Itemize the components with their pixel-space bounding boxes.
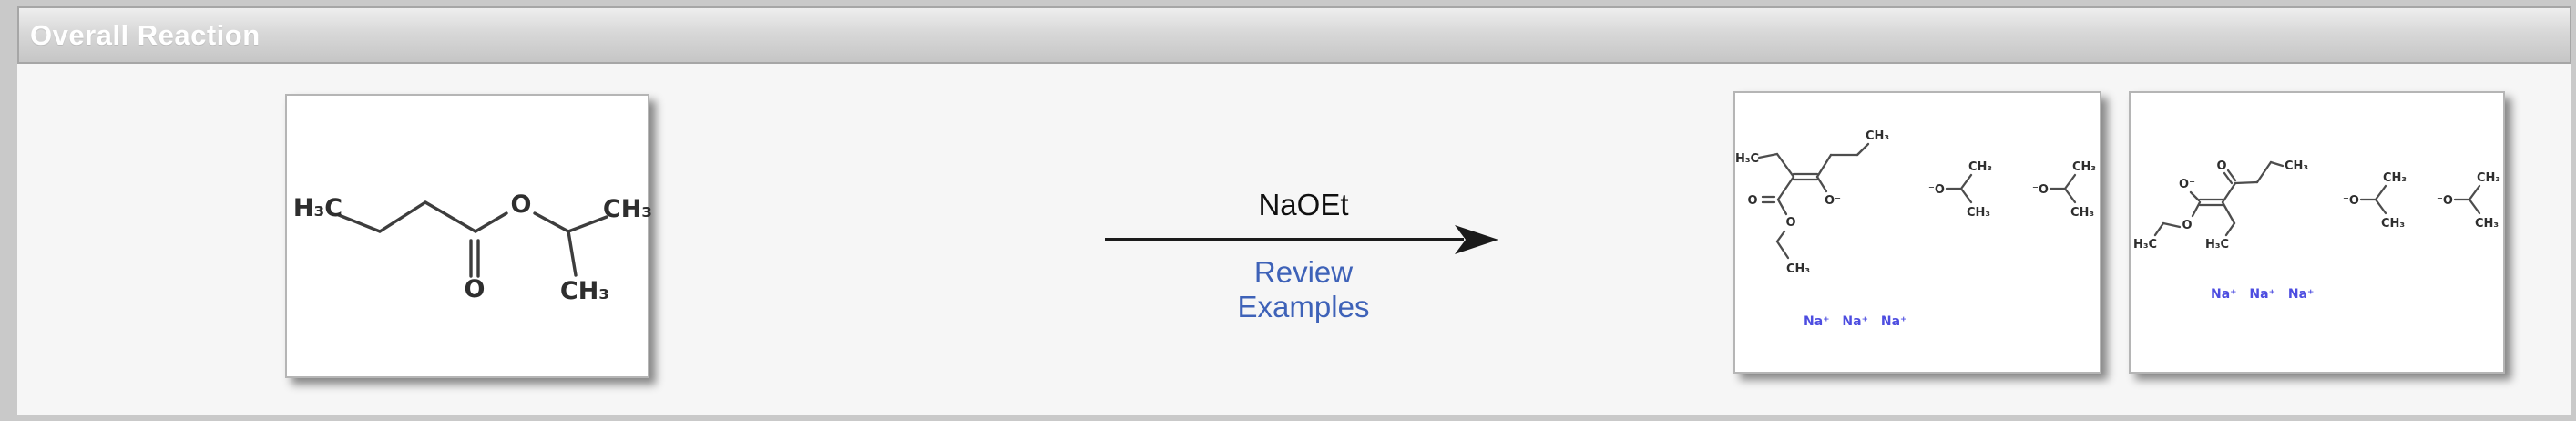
atom-label-ch3: CH₃ [2477,171,2500,185]
product-structure-svg-2: O⁻ O O CH₃ H₃C H₃C ⁻O CH₃ CH₃ ⁻O CH₃ CH₃… [2133,159,2500,302]
atom-label-ch3: CH₃ [1968,160,1992,174]
atom-label-h3c: H₃C [2205,238,2229,252]
product2-bonds [2153,160,2481,237]
atom-label-carbonyl-o: O [1747,194,1757,208]
atom-label-ch3: CH₃ [1967,206,1990,220]
review-examples-link[interactable]: Review Examples [1237,255,1370,323]
reaction-arrow [1105,225,1498,254]
atom-label-ch3: CH₃ [1786,262,1810,276]
atom-label-enolate-o: O⁻ [2179,178,2195,191]
product-structure-svg-1: H₃C CH₃ O⁻ O O CH₃ ⁻O CH₃ CH₃ ⁻O CH₃ CH₃… [1735,129,2096,329]
atom-label-ch3: CH₃ [2070,206,2094,220]
product1-bonds [1757,142,2077,260]
atom-label-ch3: CH₃ [2285,159,2308,173]
atom-label-ch3: CH₃ [1866,129,1889,143]
atom-label-alkoxide-o: ⁻O [1928,183,1945,197]
atom-label-ch3: CH₃ [2381,217,2405,231]
reactant-atom-labels: H₃C O O CH₃ CH₃ [293,190,652,305]
product1-atom-labels: H₃C CH₃ O⁻ O O CH₃ ⁻O CH₃ CH₃ ⁻O CH₃ CH₃ [1735,129,2096,276]
atom-label-ketone-o: O [2216,159,2226,173]
atom-label-ester-o: O [2182,219,2192,232]
atom-label-ester-o: O [1785,216,1795,230]
atom-label-h3c: H₃C [1735,152,1759,166]
product2-atom-labels: O⁻ O O CH₃ H₃C H₃C ⁻O CH₃ CH₃ ⁻O CH₃ CH₃ [2133,159,2500,252]
atom-label-alkoxide-o: ⁻O [2032,183,2049,197]
atom-label-h3c: H₃C [2133,238,2157,252]
arrow-head-icon [1455,225,1498,254]
atom-label-enolate-o: O⁻ [1825,194,1841,208]
sodium-ions-label: Na⁺ Na⁺ Na⁺ [1804,314,1906,329]
atom-label-ch3-top: CH₃ [603,195,652,223]
header-bar: Overall Reaction [17,6,2571,64]
atom-label-ester-o: O [511,190,532,219]
reactant-structure-svg: H₃C O O CH₃ CH₃ [293,190,652,305]
page-title: Overall Reaction [30,18,261,51]
sodium-ions-label: Na⁺ Na⁺ Na⁺ [2211,287,2314,302]
atom-label-ch3: CH₃ [2383,171,2407,185]
atom-label-ch3: CH₃ [2072,160,2096,174]
atom-label-alkoxide-o: ⁻O [2343,194,2359,208]
reagent-label: NaOEt [1258,188,1349,221]
atom-label-h3c: H₃C [293,194,342,222]
product-structure-box-1: H₃C CH₃ O⁻ O O CH₃ ⁻O CH₃ CH₃ ⁻O CH₃ CH₃… [1733,91,2101,374]
product-structure-box-2: O⁻ O O CH₃ H₃C H₃C ⁻O CH₃ CH₃ ⁻O CH₃ CH₃… [2129,91,2505,374]
atom-label-alkoxide-o: ⁻O [2437,194,2453,208]
reactant-structure-box: H₃C O O CH₃ CH₃ [285,94,652,378]
atom-label-ch3-bottom: CH₃ [560,277,609,305]
atom-label-carbonyl-o: O [465,275,486,303]
reactant-bonds [337,200,608,278]
atom-label-ch3: CH₃ [2475,217,2499,231]
